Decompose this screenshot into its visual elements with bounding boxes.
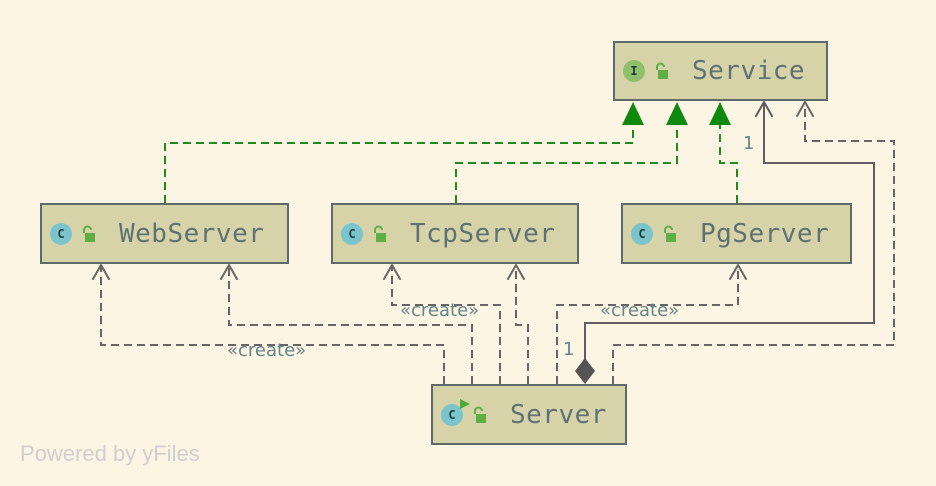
tcpserver-create-arrowhead-b: [507, 264, 525, 280]
server-creates-tcpserver-edge-a: [391, 267, 501, 384]
unlock-icon: [664, 225, 676, 242]
service-dependency-arrowhead: [796, 101, 814, 117]
class-badge-icon: C: [631, 222, 653, 245]
service-node[interactable]: I Service: [613, 41, 828, 101]
composition-open-arrowhead: [755, 101, 773, 117]
server-depends-service-edge: [612, 104, 895, 384]
run-marker-icon: [460, 399, 470, 409]
pgserver-implements-service-edge: [719, 125, 738, 203]
webserver-realization-arrowhead: [622, 102, 644, 125]
tcpserver-create-arrowhead-a: [383, 264, 401, 280]
tcpserver-realization-arrowhead: [666, 102, 688, 125]
server-creates-webserver-edge-b: [228, 267, 473, 384]
create-label-pgserver: «create»: [600, 300, 679, 321]
create-label-tcpserver: «create»: [400, 300, 479, 321]
pgserver-realization-arrowhead: [709, 102, 731, 125]
tcpserver-label: TcpServer: [410, 218, 556, 249]
server-creates-webserver-edge-a: [100, 267, 445, 384]
class-badge-icon: C: [50, 222, 72, 245]
webserver-label: WebServer: [119, 218, 265, 249]
powered-by-footer: Powered by yFiles: [20, 441, 200, 466]
webserver-implements-service-edge: [164, 125, 634, 203]
interface-badge-icon: I: [623, 60, 645, 82]
unlock-icon: [374, 225, 386, 242]
server-node[interactable]: C Server: [431, 384, 627, 445]
unlock-icon: [656, 62, 668, 79]
create-label-webserver: «create»: [227, 340, 306, 361]
unlock-icon: [83, 225, 95, 242]
pgserver-label: PgServer: [700, 218, 830, 249]
multiplicity-server-end: 1: [563, 339, 574, 360]
server-creates-tcpserver-edge-b: [515, 267, 529, 384]
tcpserver-implements-service-edge: [455, 125, 678, 203]
webserver-create-arrowhead-a: [92, 264, 110, 280]
runnable-class-badge-icon: C: [441, 403, 463, 426]
service-label: Service: [692, 56, 806, 86]
webserver-node[interactable]: C WebServer: [40, 203, 289, 264]
class-badge-icon: C: [341, 222, 363, 245]
webserver-create-arrowhead-b: [220, 264, 238, 280]
tcpserver-node[interactable]: C TcpServer: [331, 203, 579, 264]
server-creates-pgserver-edge: [556, 267, 739, 384]
unlock-icon: [474, 406, 486, 423]
server-label: Server: [510, 399, 607, 430]
multiplicity-service-end: 1: [743, 133, 754, 154]
pgserver-node[interactable]: C PgServer: [621, 203, 852, 264]
server-composes-service-edge: [584, 104, 875, 360]
pgserver-create-arrowhead: [729, 264, 747, 280]
composition-diamond: [575, 358, 595, 384]
